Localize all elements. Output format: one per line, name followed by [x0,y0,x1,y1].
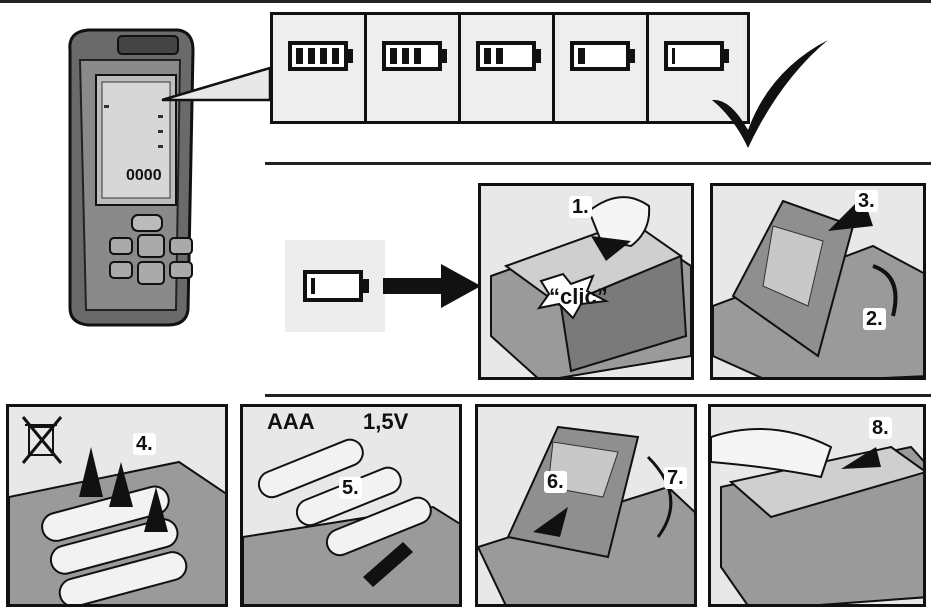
battery-charge-bar [390,48,397,64]
callout-pointer [161,66,272,102]
clic-label: “clic” [549,284,608,309]
device-display-value: 0000 [126,167,162,184]
battery-level-icon [382,41,447,71]
battery-level-icon [476,41,541,71]
battery-charge-bar [320,48,327,64]
step-5-label: 5. [339,477,362,499]
battery-level-icon [570,41,635,71]
step-3-label: 3. [855,190,878,212]
laser-measure-device: 0000 [68,28,195,327]
step-2-label: 2. [863,308,886,330]
battery-type-label: AAA [267,409,315,434]
step-panel-remove-batteries: 4. [6,404,228,607]
step-4-label: 4. [133,433,156,455]
battery-level-cell [649,15,743,121]
battery-charge-bar [484,48,491,64]
empty-battery-icon [303,270,369,302]
top-rule [0,0,931,3]
step-8-label: 8. [869,417,892,439]
battery-charge-bar [332,48,339,64]
battery-level-icon [288,41,353,71]
arrow-right-icon [383,264,481,308]
step-panel-replace-cover: 6. 7. [475,404,697,607]
battery-charge-bar [296,48,303,64]
battery-voltage-label: 1,5V [363,409,409,434]
battery-level-cell [555,15,649,121]
middle-rule-2 [265,394,931,397]
step-panel-insert-batteries: AAA 1,5V 5. [240,404,462,607]
battery-level-cell [273,15,367,121]
battery-level-cell [367,15,461,121]
battery-level-strip [270,12,750,124]
step-panel-close-latch: 8. [708,404,926,607]
battery-level-cell [461,15,555,121]
battery-level-icon [664,41,729,71]
battery-charge-bar [402,48,409,64]
step-6-label: 6. [544,471,567,493]
step-panel-press-latch: “clic” 1. [478,183,694,380]
battery-charge-bar [308,48,315,64]
recycle-bin-icon [21,416,63,464]
battery-charge-bar [578,48,585,64]
battery-charge-bar [496,48,503,64]
battery-charge-bar [414,48,421,64]
step-panel-remove-cover: 3. 2. [710,183,926,380]
step-1-label: 1. [569,196,592,218]
step-7-label: 7. [664,467,687,489]
middle-rule-1 [265,162,931,165]
checkmark-icon [712,40,828,148]
